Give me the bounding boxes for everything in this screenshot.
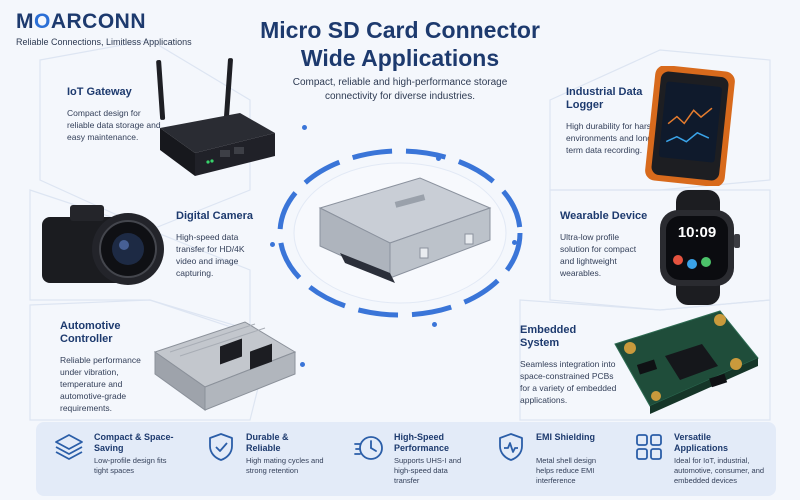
industrial-data-logger-title: Industrial Data Logger xyxy=(566,86,643,111)
embedded-system-title: Embedded System xyxy=(520,324,577,349)
connector-dot xyxy=(270,242,275,247)
logo-text-accent: O xyxy=(34,10,51,33)
automotive-controller-title: Automotive Controller xyxy=(60,320,121,345)
industrial-data-logger-desc: High durability for harsh environments a… xyxy=(566,121,656,155)
feature-desc: Low-profile design fits tight spaces xyxy=(94,456,167,475)
feature-title: Compact & Space-Saving xyxy=(94,432,174,453)
embedded-system-desc: Seamless integration into space-constrai… xyxy=(520,359,617,405)
page-title: Micro SD Card Connector Wide Application… xyxy=(230,16,570,72)
connector-dot xyxy=(300,362,305,367)
logo-text-right: ARCONN xyxy=(50,10,147,33)
iot-gateway-card: IoT Gateway Compact design for reliable … xyxy=(67,86,167,143)
iot-gateway-image xyxy=(156,58,275,176)
industrial-data-logger-card: Industrial Data Logger High durability f… xyxy=(566,86,656,156)
digital-camera-title: Digital Camera xyxy=(176,210,254,222)
iot-gateway-desc: Compact design for reliable data storage… xyxy=(67,108,161,142)
brand-logo: MOARCONN xyxy=(16,10,146,34)
micro-sd-connector-image xyxy=(318,177,492,283)
features-bar: Compact & Space-Saving Low-profile desig… xyxy=(36,422,776,496)
connector-dot xyxy=(512,240,517,245)
feature-title: High-Speed Performance xyxy=(394,432,450,453)
title-line-2: Wide Applications xyxy=(300,45,500,71)
wearable-device-title: Wearable Device xyxy=(560,210,648,222)
industrial-data-logger-image xyxy=(645,66,735,186)
iot-gateway-title: IoT Gateway xyxy=(67,86,132,98)
stopwatch-icon xyxy=(354,436,383,460)
feature-desc: High mating cycles and strong retention xyxy=(246,456,324,475)
digital-camera-desc: High-speed data transfer for HD/4K video… xyxy=(176,232,245,278)
feature-title: EMI Shielding xyxy=(536,432,596,442)
smartwatch-time: 10:09 xyxy=(677,224,717,241)
automotive-controller-image xyxy=(153,321,297,411)
smartwatch-image: 10:09 xyxy=(648,190,748,305)
title-line-1: Micro SD Card Connector xyxy=(260,17,540,43)
grid-icon xyxy=(636,434,662,460)
embedded-pcb-image xyxy=(614,310,759,414)
connector-dot xyxy=(436,156,441,161)
feature-title: Durable & Reliable xyxy=(246,432,289,453)
digital-camera-image xyxy=(42,205,164,285)
automotive-controller-desc: Reliable performance under vibration, te… xyxy=(60,355,141,413)
automotive-controller-card: Automotive Controller Reliable performan… xyxy=(60,320,150,414)
connector-dot xyxy=(302,125,307,130)
digital-camera-card: Digital Camera High-speed data transfer … xyxy=(176,210,266,279)
shield-pulse-icon xyxy=(499,433,523,461)
connector-dot xyxy=(432,322,437,327)
shield-check-icon xyxy=(209,433,233,461)
feature-desc: Ideal for IoT, industrial, automotive, c… xyxy=(674,456,765,485)
wearable-device-desc: Ultra-low profile solution for compact a… xyxy=(560,232,637,278)
feature-desc: Metal shell design helps reduce EMI inte… xyxy=(536,456,597,485)
brand-tagline: Reliable Connections, Limitless Applicat… xyxy=(16,37,192,47)
feature-desc: Supports UHS-I and high-speed data trans… xyxy=(394,456,462,485)
wearable-device-card: Wearable Device Ultra-low profile soluti… xyxy=(560,210,650,279)
embedded-system-card: Embedded System Seamless integration int… xyxy=(520,324,620,406)
logo-text-left: M xyxy=(16,10,34,33)
layers-icon xyxy=(55,434,83,460)
page-subtitle: Compact, reliable and high-performance s… xyxy=(292,77,508,102)
feature-title: Versatile Applications xyxy=(674,432,729,453)
